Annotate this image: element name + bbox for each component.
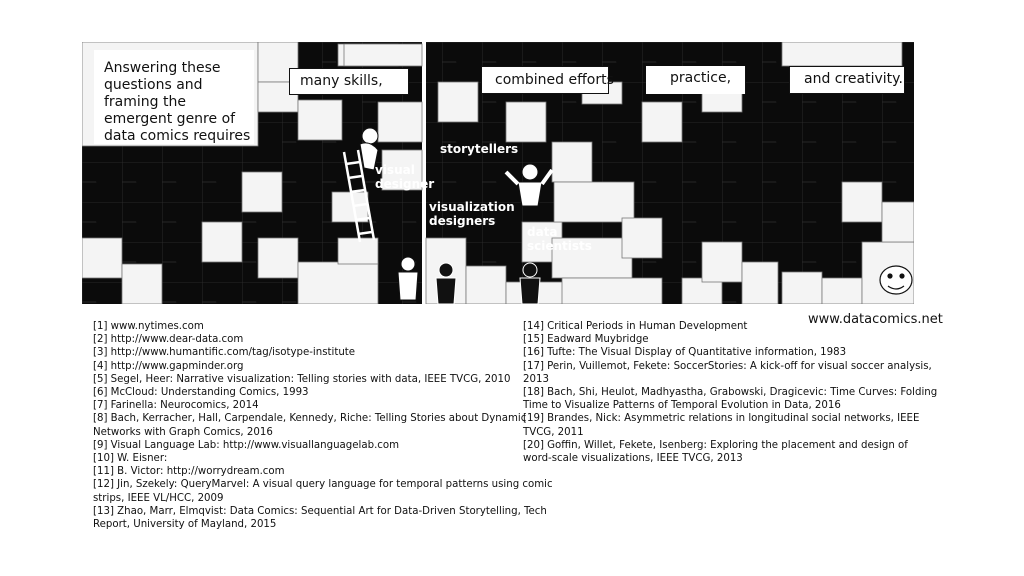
reference-line: TVCG, 2011 bbox=[523, 426, 584, 438]
reference-line: [14] Critical Periods in Human Developme… bbox=[523, 321, 748, 332]
reference-line: [4] http://www.gapminder.org bbox=[93, 360, 244, 372]
panel-divider bbox=[422, 42, 426, 304]
reference-line: Time to Visualize Patterns of Temporal E… bbox=[523, 400, 841, 412]
reference-line: [20] Goffin, Willet, Fekete, Isenberg: E… bbox=[523, 439, 908, 451]
standing-figure-icon bbox=[519, 262, 541, 304]
reference-line: [15] Eadward Muybridge bbox=[523, 334, 649, 346]
reference-line: [12] Jin, Szekely: QueryMarvel: A visual… bbox=[93, 479, 553, 491]
role-visualization-designers: visualization designers bbox=[429, 200, 515, 228]
role-visual-designer: visual designer bbox=[375, 163, 435, 191]
reference-line: [16] Tufte: The Visual Display of Quanti… bbox=[523, 347, 847, 359]
face-logo-icon bbox=[879, 265, 913, 295]
reference-line: 2013 bbox=[523, 373, 549, 385]
reference-line: [13] Zhao, Marr, Elmqvist: Data Comics: … bbox=[93, 505, 547, 517]
reference-line: [3] http://www.humantific.com/tag/isotyp… bbox=[93, 347, 356, 359]
reference-line: [2] http://www.dear-data.com bbox=[93, 334, 244, 346]
reference-line: [18] Bach, Shi, Heulot, Madhyastha, Grab… bbox=[523, 387, 938, 399]
caption-practice: practice, bbox=[646, 66, 746, 94]
jumping-figure-icon bbox=[504, 163, 554, 207]
site-url[interactable]: www.datacomics.net bbox=[808, 312, 943, 327]
caption-many-skills: many skills, bbox=[289, 68, 409, 95]
ladder-icon bbox=[342, 149, 376, 243]
reference-line: [8] Bach, Kerracher, Hall, Carpendale, K… bbox=[93, 413, 527, 425]
reference-line: [7] Farinella: Neurocomics, 2014 bbox=[93, 400, 259, 412]
reference-line: [19] Brandes, Nick: Asymmetric relations… bbox=[523, 413, 920, 425]
reference-line: [6] McCloud: Understanding Comics, 1993 bbox=[93, 387, 309, 399]
standing-figure-icon bbox=[435, 262, 457, 304]
reference-line: [1] www.nytimes.com bbox=[93, 321, 204, 332]
role-data-scientists: data scientists bbox=[527, 225, 592, 253]
reference-line: [5] Segel, Heer: Narrative visualization… bbox=[93, 373, 511, 385]
references-right: [14] Critical Periods in Human Developme… bbox=[523, 320, 938, 465]
reference-line: Networks with Graph Comics, 2016 bbox=[93, 426, 273, 438]
reference-line: [11] B. Victor: http://worrydream.com bbox=[93, 466, 285, 478]
reference-line: strips, IEEE VL/HCC, 2009 bbox=[93, 492, 224, 504]
climber-figure-icon bbox=[359, 127, 379, 171]
reference-line: [10] W. Eisner: bbox=[93, 453, 168, 465]
reference-line: [9] Visual Language Lab: http://www.visu… bbox=[93, 439, 400, 451]
references-left: [1] www.nytimes.com [2] http://www.dear-… bbox=[93, 320, 553, 531]
caption-combined-efforts: combined efforts bbox=[481, 66, 614, 94]
role-storytellers: storytellers bbox=[440, 142, 519, 156]
reference-line: word-scale visualizations, IEEE TVCG, 20… bbox=[523, 453, 743, 465]
reference-line: [17] Perin, Vuillemot, Fekete: SoccerSto… bbox=[523, 360, 932, 372]
intro-caption: Answering these questions and framing th… bbox=[94, 50, 254, 144]
caption-creativity: and creativity. bbox=[789, 66, 905, 94]
child-figure-icon bbox=[397, 256, 419, 301]
reference-line: Report, University of Mayland, 2015 bbox=[93, 519, 277, 531]
